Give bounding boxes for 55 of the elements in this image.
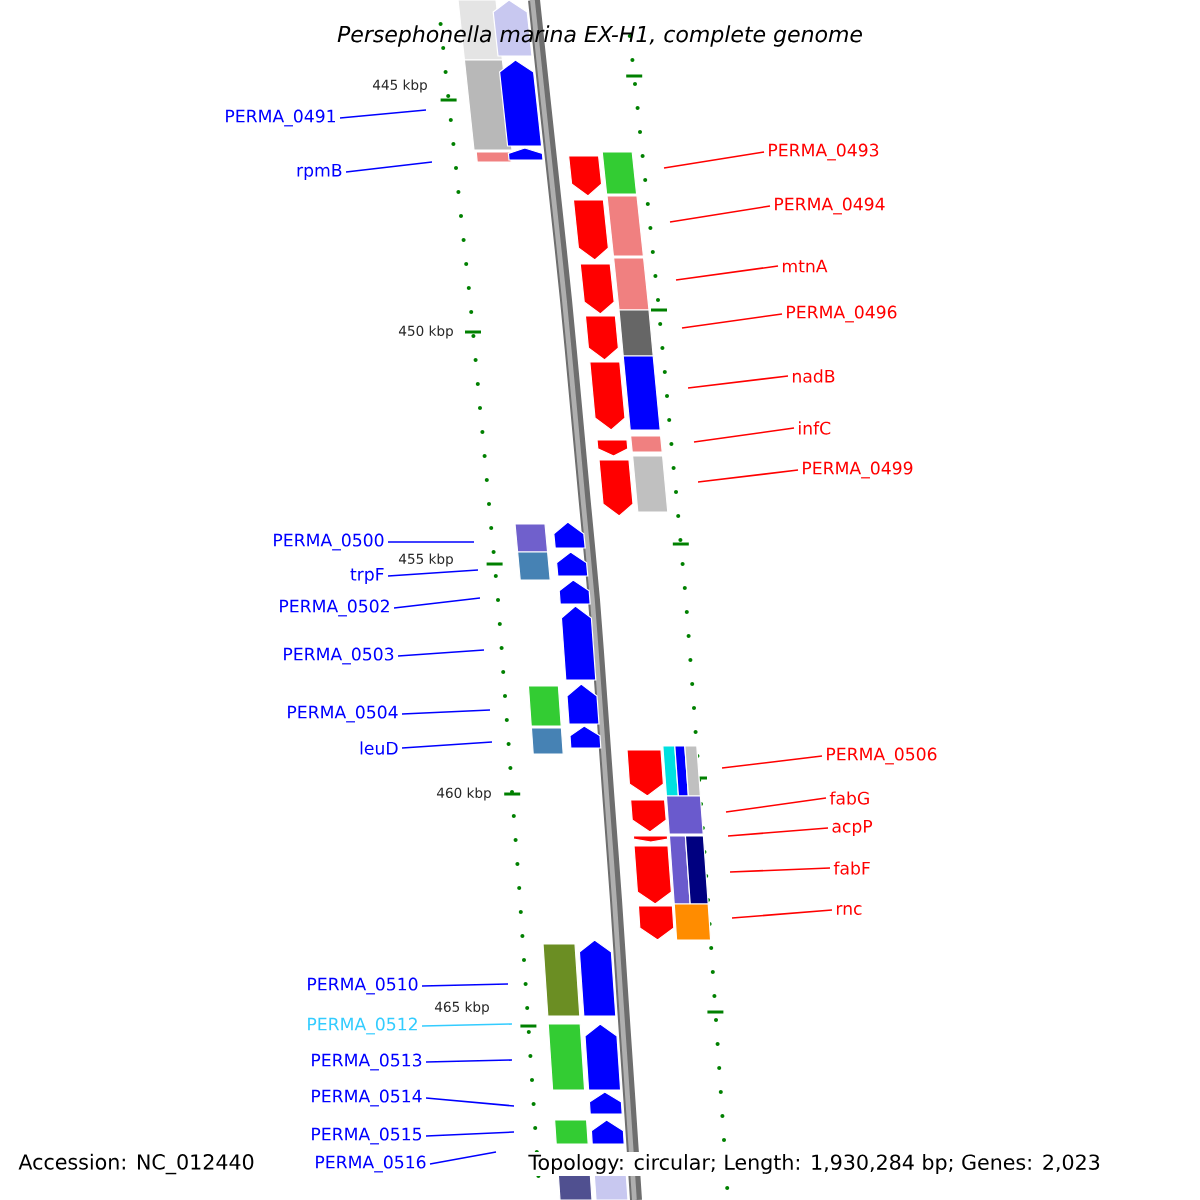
gene-label: PERMA_0503 xyxy=(284,647,394,665)
gene-label: PERMA_0514 xyxy=(312,1089,422,1107)
gene-label: nadB xyxy=(793,369,835,383)
leader-line xyxy=(729,867,831,873)
gene-label: PERMA_0510 xyxy=(308,977,418,995)
leader-line xyxy=(401,709,491,715)
leader-line xyxy=(675,265,779,281)
gene-label: PERMA_0491 xyxy=(226,109,335,127)
gene-label: PERMA_0513 xyxy=(312,1053,422,1071)
leader-line xyxy=(669,205,771,223)
leader-line xyxy=(721,755,823,769)
leader-line xyxy=(731,909,833,919)
leader-line xyxy=(393,597,481,609)
gene-label: rnc xyxy=(837,905,862,915)
leader-line xyxy=(339,109,427,119)
leader-line xyxy=(681,313,783,329)
gene-label: PERMA_0496 xyxy=(787,305,897,323)
gene-label: PERMA_0504 xyxy=(288,705,398,723)
gene-label: PERMA_0515 xyxy=(312,1127,422,1145)
gene-label: rpmB xyxy=(297,163,342,181)
leader-line xyxy=(697,469,799,483)
title: Persephonella marina EX-H1, complete genome xyxy=(337,25,862,47)
leader-line xyxy=(429,1151,497,1165)
gene-label: PERMA_0499 xyxy=(803,461,913,479)
info-text: Accession: NC_012440 xyxy=(16,1151,257,1177)
leader-line xyxy=(663,151,765,169)
gene-label: PERMA_0502 xyxy=(280,599,389,617)
leader-line xyxy=(425,1131,515,1137)
gene-label: mtnA xyxy=(783,259,828,273)
gene-label: leuD xyxy=(360,741,398,755)
gene-label: infC xyxy=(799,421,831,435)
gene-label: PERMA_0494 xyxy=(775,197,885,215)
leader-line xyxy=(387,541,475,543)
gene-label: fabG xyxy=(829,791,869,805)
leader-line xyxy=(401,741,493,749)
leader-line xyxy=(687,375,789,389)
gene-label: PERMA_0516 xyxy=(316,1155,426,1173)
leader-line xyxy=(727,827,829,837)
info-text: Topology: circular; Length: 1,930,284 bp; Genes: 2,023 xyxy=(526,1152,1103,1176)
leader-line xyxy=(425,1059,513,1063)
leader-line xyxy=(421,983,509,987)
gene-label: PERMA_0493 xyxy=(769,143,879,161)
gene-label: fabF xyxy=(833,861,870,875)
leader-line xyxy=(397,649,485,657)
gene-label: trpF xyxy=(350,568,384,585)
leader-line xyxy=(345,161,433,173)
gene-label: PERMA_0506 xyxy=(827,747,937,765)
gene-label: acpP xyxy=(832,820,873,837)
leader-line xyxy=(421,1023,513,1027)
leader-line xyxy=(425,1097,515,1107)
leader-line xyxy=(693,427,795,443)
gene-label: PERMA_0512 xyxy=(308,1017,417,1035)
gene-label: PERMA_0500 xyxy=(274,533,384,551)
leader-line xyxy=(725,797,827,813)
leader-line xyxy=(387,569,479,577)
